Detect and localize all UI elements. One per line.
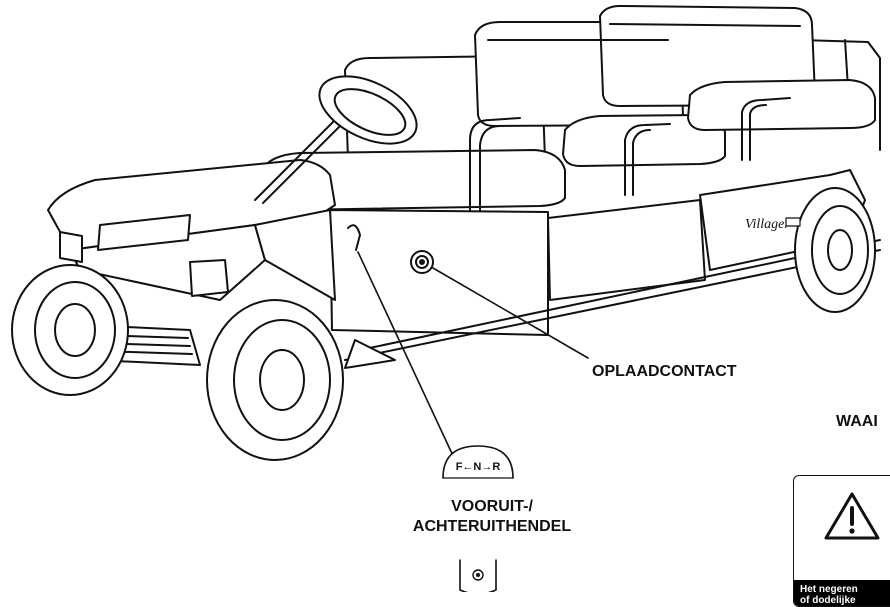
front-left-wheel	[11, 264, 129, 396]
warning-strip-line1: Het negeren	[800, 584, 858, 595]
vehicle-logo: Villager	[745, 217, 790, 232]
lever-label-line1: VOORUIT-/	[451, 498, 533, 515]
warning-heading: WAAI	[836, 413, 878, 430]
front-cowl	[47, 159, 336, 301]
charge-receptacle-label: OPLAADCONTACT	[592, 363, 737, 380]
golf-cart-diagram: F←N→R Villager	[11, 5, 881, 592]
warning-strip-line2: of dodelijke	[800, 595, 856, 606]
wheels	[11, 187, 876, 461]
shifter-lever	[347, 224, 456, 461]
rear-right-wheel	[794, 187, 876, 313]
lever-label-line2: ACHTERUITHENDEL	[412, 518, 572, 535]
warning-triangle-icon	[824, 492, 880, 540]
warning-box: Het negeren of dodelijke	[793, 475, 890, 607]
front-right-wheel	[206, 299, 344, 461]
shifter-lever-label: VOORUIT-/ ACHTERUITHENDEL	[383, 497, 601, 537]
shifter-symbol: F←N→R	[456, 461, 501, 473]
charge-receptacle-icon	[410, 250, 589, 359]
shifter-knob-icon: F←N→R	[442, 445, 514, 479]
warning-text-strip: Het negeren of dodelijke	[794, 580, 890, 606]
grab-handles	[469, 97, 791, 236]
steering	[254, 75, 418, 204]
seat-cushions	[257, 79, 876, 211]
shifter-knob-bottom	[459, 559, 497, 592]
